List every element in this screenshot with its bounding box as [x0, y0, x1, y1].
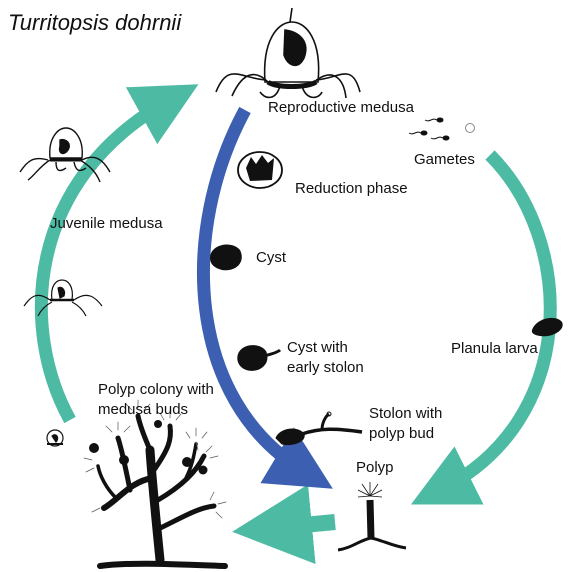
label-stolon-polyp-bud-line1: Stolon with [369, 405, 443, 422]
label-reproductive-medusa: Reproductive medusa [268, 99, 414, 116]
stolon-polyp-bud-illustration [275, 411, 363, 445]
reduction-phase-illustration [237, 151, 283, 189]
reproductive-medusa-illustration [215, 7, 361, 99]
arrow-polyp-to-colony [232, 484, 336, 565]
juvenile-medusa-illustration-large [19, 127, 111, 183]
label-gametes: Gametes [414, 151, 475, 168]
label-polyp-colony-line2: medusa buds [98, 401, 189, 418]
label-cyst: Cyst [256, 249, 286, 266]
planula-larva-illustration [531, 317, 563, 337]
label-cyst-early-stolon-line2: early stolon [287, 359, 364, 376]
arrow-juvenile-to-adult [34, 84, 199, 424]
label-planula-larva: Planula larva [451, 340, 538, 357]
label-reduction-phase: Reduction phase [295, 180, 408, 197]
cyst-early-stolon-illustration [237, 345, 282, 371]
polyp-colony-illustration [83, 399, 228, 569]
gametes-illustration [408, 117, 475, 141]
label-cyst-early-stolon-line1: Cyst with [287, 339, 348, 356]
cyst-illustration [210, 244, 242, 271]
diagram-title: Turritopsis dohrnii [8, 10, 182, 35]
arrow-reverse-development [196, 106, 333, 489]
label-polyp: Polyp [356, 459, 394, 476]
arrow-gametes-to-polyp [410, 150, 557, 505]
label-stolon-polyp-bud-line2: polyp bud [369, 425, 435, 442]
label-polyp-colony-line1: Polyp colony with [98, 381, 214, 398]
polyp-illustration [337, 482, 407, 552]
label-juvenile-medusa: Juvenile medusa [50, 215, 163, 232]
medusa-bud-illustration [46, 429, 64, 447]
juvenile-medusa-illustration-small [23, 279, 103, 317]
